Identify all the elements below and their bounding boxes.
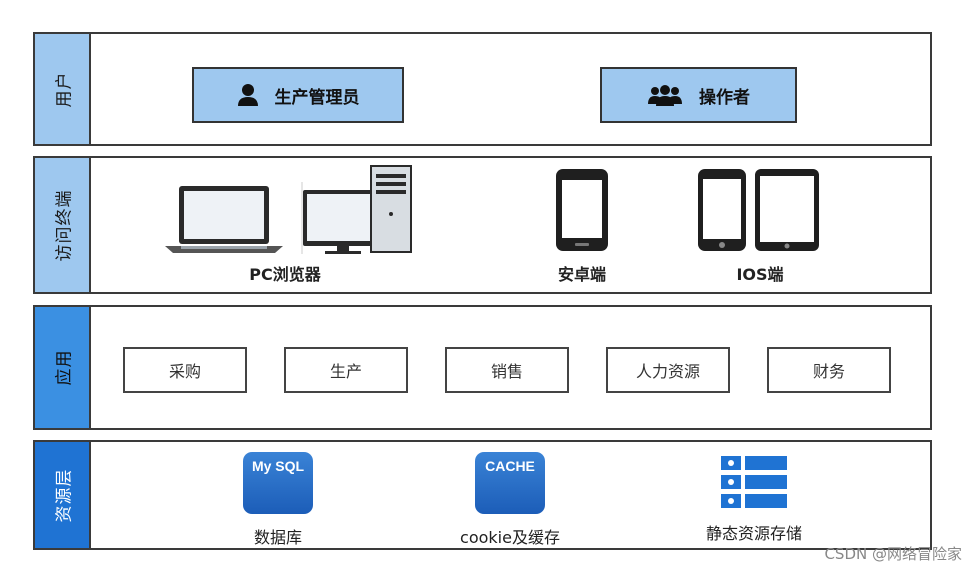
layer-label-users: 用户 [35, 34, 91, 144]
phone-icon [556, 169, 608, 251]
app-sales: 销售 [445, 347, 569, 393]
storage-grid-icon [721, 456, 787, 508]
layer-label-resources: 资源层 [35, 442, 91, 548]
caption-pc-browser: PC浏览器 [249, 265, 321, 284]
caption-database: 数据库 [253, 528, 302, 547]
layer-resources: 资源层 My SQL 数据库 CACHE cookie及缓存 静态资源存储 [33, 440, 932, 550]
layer-applications: 应用 采购 生产 销售 人力资源 财务 [33, 305, 932, 430]
caption-android: 安卓端 [557, 265, 606, 284]
person-icon [237, 84, 258, 106]
user-production-manager: 生产管理员 [192, 67, 404, 123]
layer-label-terminals: 访问终端 [35, 158, 91, 292]
layer-label-applications: 应用 [35, 307, 91, 428]
caption-static-storage: 静态资源存储 [705, 524, 802, 543]
app-human-resources: 人力资源 [606, 347, 730, 393]
app-finance: 财务 [767, 347, 891, 393]
layer-terminals: 访问终端 PC浏览器 安卓端 IOS端 [33, 156, 932, 294]
app-production: 生产 [284, 347, 408, 393]
watermark: CSDN @网络冒险家 [824, 545, 962, 563]
layer-users: 用户 生产管理员 操作者 [33, 32, 932, 146]
laptop-desktop-icon [165, 165, 412, 254]
caption-ios: IOS端 [736, 265, 784, 284]
database-icon: My SQL [243, 452, 313, 514]
phone-tablet-icon [698, 169, 819, 251]
group-icon [648, 85, 682, 106]
user-operator: 操作者 [600, 67, 797, 123]
app-procurement: 采购 [123, 347, 247, 393]
cache-icon: CACHE [475, 452, 545, 514]
caption-cookie-cache: cookie及缓存 [460, 528, 560, 547]
